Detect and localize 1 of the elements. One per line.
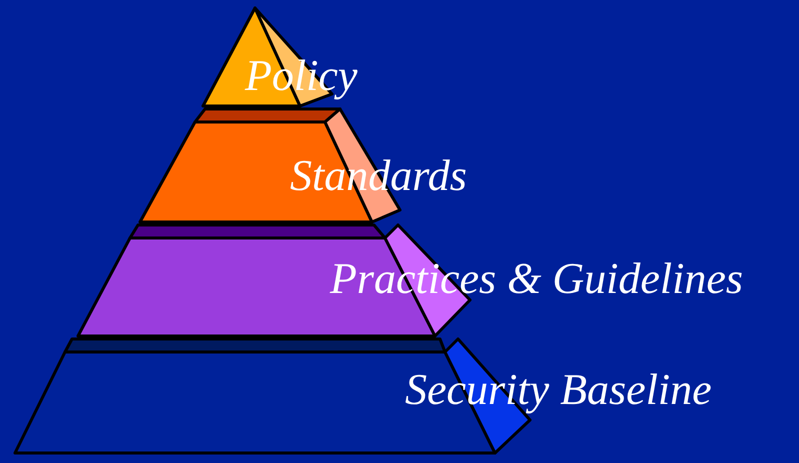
tier-label: Policy	[245, 54, 358, 98]
